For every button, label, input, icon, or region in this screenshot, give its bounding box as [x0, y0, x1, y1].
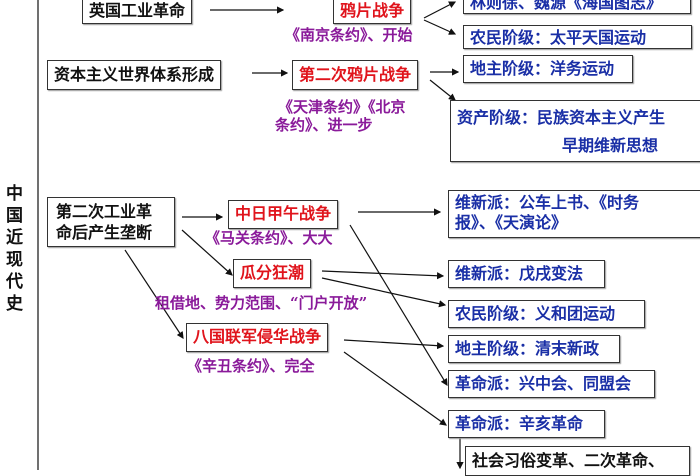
response-gongche-line1: 维新派：公车上书、《时务: [455, 193, 640, 212]
war-eight-nation-alliance: 八国联军侵华战争: [186, 323, 329, 352]
response-national-capitalism-line1: 资产阶级：民族资本主义产生: [457, 108, 666, 127]
response-tongmenghui: 革命派：兴中会、同盟会: [448, 370, 655, 398]
response-national-capitalism-line2: 早期维新思想: [562, 136, 659, 155]
response-gongche-line2: 报》、《天演论》: [455, 213, 568, 232]
response-lin-zexu: 林则徐、魏源《海国图志》: [463, 0, 691, 14]
response-xinhai-revolution: 革命派：辛亥革命: [448, 410, 605, 438]
treaty-concessions: 租借地、势力范围、“门户开放”: [155, 294, 368, 312]
response-late-qing-reform: 地主阶级：清末新政: [448, 335, 620, 363]
treaty-nanjing: 《南京条约》、开始: [285, 26, 413, 44]
treaty-shimonoseki: 《马关条约》、大大: [205, 229, 333, 247]
war-second-opium-war: 第二次鸦片战争: [292, 60, 419, 90]
war-opium-war: 鸦片战争: [333, 0, 412, 24]
response-taiping: 农民阶级：太平天国运动: [463, 25, 692, 49]
response-national-capitalism: 资产阶级：民族资本主义产生 早期维新思想: [450, 100, 700, 162]
treaty-tianjin-line1: 《天津条约》《北京: [278, 98, 406, 116]
response-self-strengthening: 地主阶级：洋务运动: [463, 55, 633, 83]
response-hundred-days-reform: 维新派：戊戌变法: [448, 260, 605, 288]
response-gongche-shangshu: 维新派：公车上书、《时务 报》、《天演论》: [448, 190, 700, 238]
war-scramble-for-concessions: 瓜分狂潮: [233, 259, 312, 288]
treaty-boxer-protocol: 《辛丑条约》、完全: [187, 357, 315, 375]
vertical-title: 中国近现代史: [6, 184, 23, 314]
cause-monopoly: 第二次工业革命后产生垄断: [47, 197, 175, 247]
response-boxer-movement: 农民阶级：义和团运动: [448, 300, 645, 328]
treaty-tianjin-line2: 条约》、进一步: [275, 116, 373, 134]
cause-capitalist-world-system: 资本主义世界体系形成: [47, 60, 222, 90]
response-social-reform: 社会习俗变革、二次革命、: [465, 446, 690, 476]
cause-british-industrial-revolution: 英国工业革命: [82, 0, 193, 24]
war-sino-japanese-war: 中日甲午战争: [228, 200, 339, 229]
